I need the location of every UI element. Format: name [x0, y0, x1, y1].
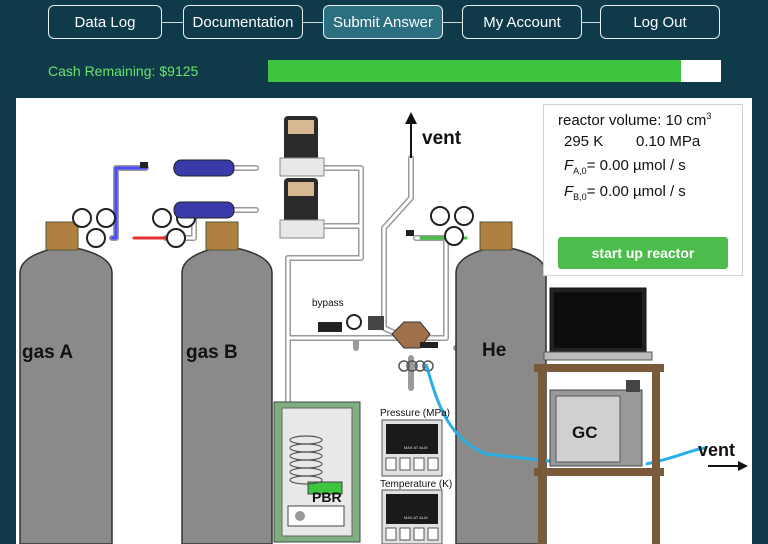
submit-answer-button[interactable]: Submit Answer	[323, 5, 443, 39]
regulator-valves	[140, 162, 414, 236]
gc-instrument	[549, 380, 643, 467]
cash-remaining: Cash Remaining:$9125	[48, 63, 198, 79]
laptop[interactable]	[543, 287, 653, 361]
reactor-volume-text: reactor volume: 10 cm	[558, 112, 707, 129]
my-account-button[interactable]: My Account	[462, 5, 582, 39]
pbr-furnace	[273, 401, 361, 543]
temperature-value: 295 K	[564, 133, 604, 150]
bypass-label: bypass	[312, 298, 344, 309]
gas-a-label: gas A	[22, 342, 73, 363]
temperature-display	[381, 489, 443, 544]
top-nav: Data Log Documentation Submit Answer My …	[0, 0, 768, 46]
vent-right-arrow	[708, 461, 748, 471]
vent-top-label: vent	[422, 128, 462, 149]
gc-label: GC	[572, 423, 598, 442]
pressure-value: 0.10 MPa	[636, 133, 701, 150]
sampling-valve[interactable]	[391, 321, 438, 349]
fa0-symbol: F	[564, 157, 574, 174]
pressure-label: Pressure (MPa)	[380, 408, 450, 419]
reactor-info-panel: reactor volume: 10 cm3 295 K 0.10 MPa FA…	[543, 104, 743, 276]
cash-value: $9125	[159, 63, 199, 79]
vent-top-arrow	[405, 112, 417, 158]
reactor-volume-unit-exponent: 3	[706, 111, 712, 121]
log-out-button[interactable]: Log Out	[600, 5, 720, 39]
cash-progress-bar	[268, 60, 721, 82]
reactor-volume: reactor volume: 10 cm3	[558, 111, 711, 129]
pbr-coil	[289, 435, 323, 485]
gas-b-label: gas B	[186, 342, 238, 363]
bypass-valve[interactable]	[318, 314, 384, 332]
temperature-display-status: MAX AT ALM	[404, 515, 427, 520]
cash-progress-fill	[268, 60, 682, 82]
fa0-value: = 0.00 µmol / s	[586, 157, 686, 174]
pbr-label: PBR	[312, 489, 342, 505]
fb0-subscript: B,0	[573, 192, 587, 202]
preheater-coils	[173, 159, 235, 219]
pressure-display-status: MAX AT ALM	[404, 445, 427, 450]
gc-table	[534, 364, 664, 544]
start-up-reactor-button[interactable]: start up reactor	[558, 237, 728, 269]
fb0-value: = 0.00 µmol / s	[586, 183, 686, 200]
fb0-row: FB,0= 0.00 µmol / s	[564, 183, 686, 202]
fa0-row: FA,0= 0.00 µmol / s	[564, 157, 686, 176]
regulator-gauges	[72, 206, 474, 248]
he-label: He	[482, 340, 506, 361]
carrier-line	[424, 363, 577, 466]
fa0-subscript: A,0	[573, 166, 587, 176]
apparatus-svg: vent gas A gas B He	[19, 112, 748, 544]
gas-b-cylinder	[181, 221, 273, 544]
data-log-button[interactable]: Data Log	[48, 5, 162, 39]
he-cylinder	[455, 221, 547, 544]
pressure-display	[381, 419, 443, 477]
vent-right-label: vent	[698, 440, 735, 460]
mass-flow-controllers	[279, 116, 325, 239]
temperature-label: Temperature (K)	[380, 479, 452, 490]
documentation-button[interactable]: Documentation	[183, 5, 303, 39]
fb0-symbol: F	[564, 183, 574, 200]
reactor-diagram: vent gas A gas B He	[16, 98, 752, 544]
gas-a-cylinder	[19, 221, 113, 544]
cash-label: Cash Remaining:	[48, 63, 156, 79]
